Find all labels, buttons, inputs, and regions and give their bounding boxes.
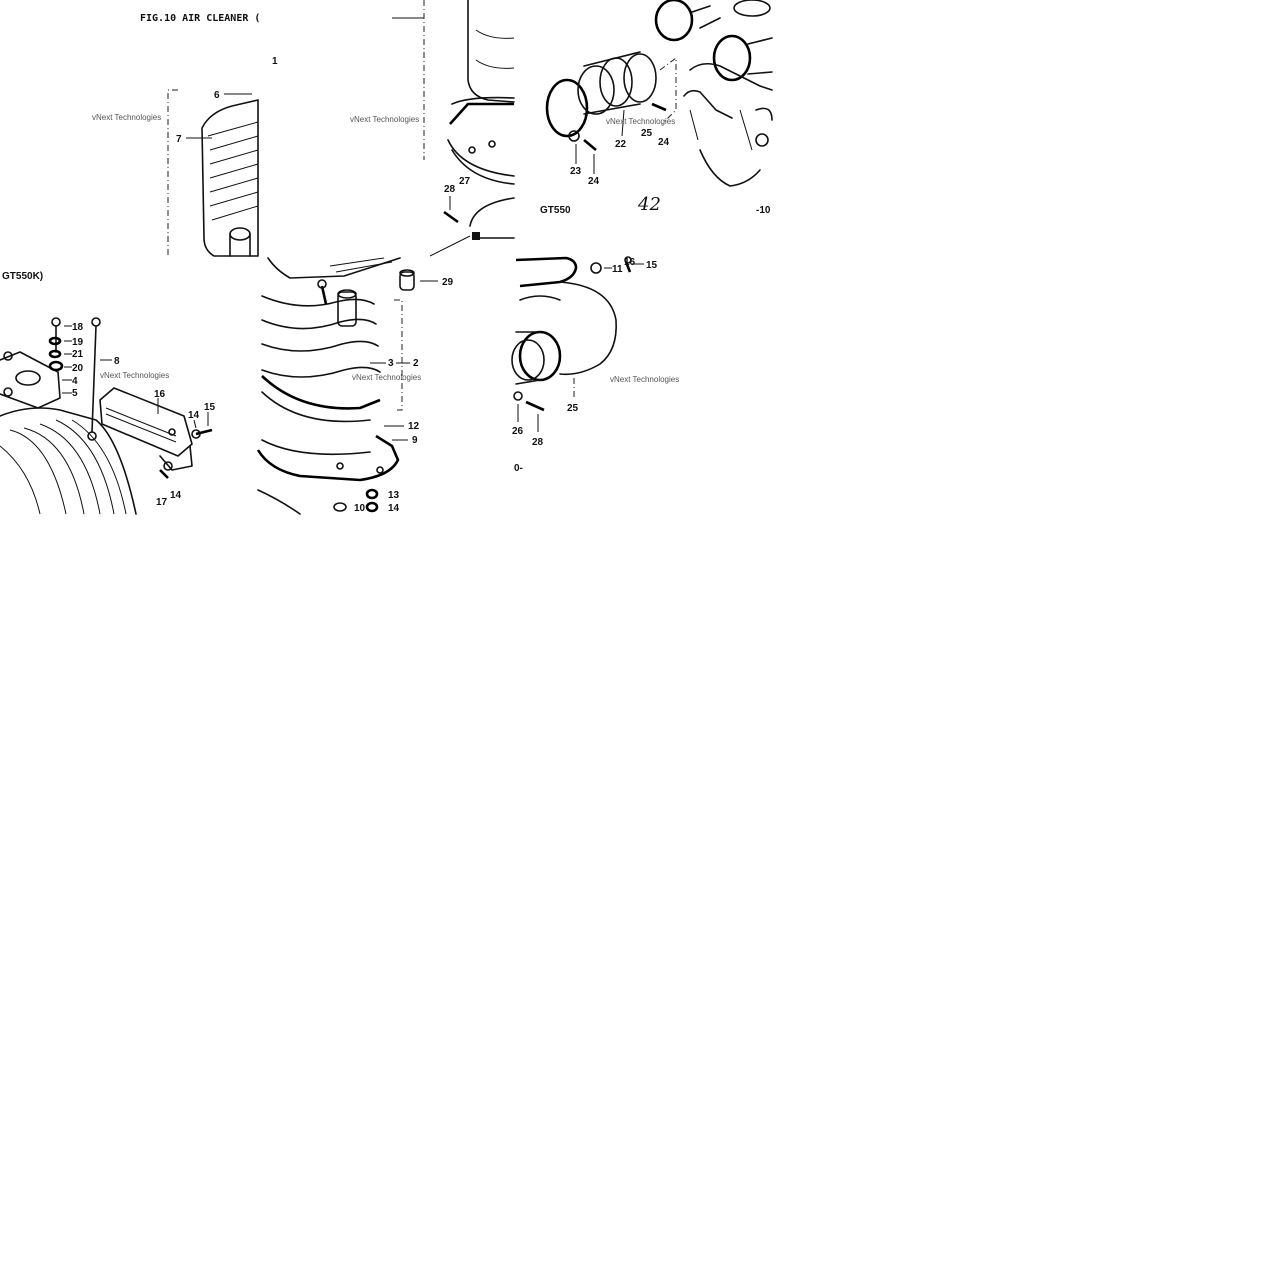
callout-24: 24 — [588, 176, 600, 187]
callout-22: 22 — [615, 139, 627, 150]
tile-bottom-left: GT550K) 18 19 21 20 4 5 8 — [0, 271, 216, 515]
cap-29 — [399, 269, 415, 291]
callout-8: 8 — [114, 356, 120, 367]
assembly-bracket — [659, 57, 677, 125]
callout-12: 12 — [408, 421, 420, 432]
watermark-text: vNext Technologies — [350, 115, 419, 124]
intake-hose-2 — [712, 34, 773, 82]
callout-28: 28 — [444, 184, 456, 195]
callout-23: 23 — [570, 166, 582, 177]
model-label: GT550 — [540, 205, 571, 216]
page-number: 42 — [637, 194, 661, 215]
duct-fasteners — [513, 256, 632, 412]
callout-14: 14 — [170, 490, 182, 501]
bolt — [443, 210, 459, 224]
watermark-text: vNext Technologies — [352, 373, 421, 382]
callout-6: 6 — [214, 90, 220, 101]
tile-bottom-right: 11 16 15 25 26 28 0- vNext Technologies — [511, 256, 679, 474]
watermark-text: vNext Technologies — [100, 371, 169, 380]
intake-duct — [511, 256, 617, 385]
callout-5: 5 — [72, 388, 78, 399]
callout-18: 18 — [72, 322, 84, 333]
stacked-hardware — [48, 317, 64, 372]
callout-16: 16 — [154, 389, 166, 400]
callout-27: 27 — [459, 176, 471, 187]
intake-boot — [545, 51, 657, 138]
assembly-bracket — [394, 299, 403, 411]
tile-top-left: FIG.10 AIR CLEANER ( 6 7 vNext Technolog… — [92, 13, 260, 257]
screw — [159, 428, 213, 479]
callout-24: 24 — [658, 137, 670, 148]
callout-17: 17 — [156, 497, 168, 508]
callout-9: 9 — [412, 435, 418, 446]
callout-29: 29 — [442, 277, 454, 288]
callout-1: 1 — [272, 56, 278, 67]
case-lower-edge — [267, 257, 401, 279]
callout-13: 13 — [388, 490, 400, 501]
air-cleaner-housing — [201, 99, 259, 257]
callout-4: 4 — [72, 376, 78, 387]
tile-top-middle: 1 28 27 vNext Technologies — [272, 0, 515, 257]
callout-20: 20 — [72, 363, 84, 374]
callout-21: 21 — [72, 349, 84, 360]
leader-line — [193, 419, 197, 429]
callout-28: 28 — [532, 437, 544, 448]
callout-16: 16 — [624, 257, 636, 268]
air-cleaner-case — [447, 0, 515, 185]
callout-10: 10 — [354, 503, 366, 514]
watermark-text: vNext Technologies — [92, 113, 161, 122]
tile-top-right: 23 24 22 24 GT550 42 -10 vNext Technolog… — [540, 0, 773, 216]
base-plate — [256, 434, 400, 515]
callout-25: 25 — [567, 403, 579, 414]
watermark-text: vNext Technologies — [606, 117, 675, 126]
callout-25: 25 — [641, 128, 653, 139]
long-stud — [91, 317, 101, 433]
cover-plate — [0, 351, 61, 409]
page-reference: 0- — [514, 463, 523, 474]
clamp-screw — [568, 102, 667, 151]
page-reference: -10 — [756, 205, 771, 216]
leader-line — [621, 109, 625, 137]
callout-11: 11 — [612, 264, 623, 275]
figure-title: FIG.10 AIR CLEANER ( — [140, 13, 260, 24]
callout-15: 15 — [204, 402, 216, 413]
callout-15: 15 — [646, 260, 658, 271]
nut-stack — [333, 488, 379, 513]
assembly-bracket — [167, 89, 178, 256]
carburetor-body — [683, 62, 773, 187]
callout-14: 14 — [388, 503, 400, 514]
leader-line — [429, 235, 471, 257]
callout-26: 26 — [512, 426, 524, 437]
side-cover — [99, 387, 193, 471]
callout-2: 2 — [413, 358, 419, 369]
callout-7: 7 — [176, 134, 182, 145]
filter-element — [261, 279, 381, 423]
watermark-text: vNext Technologies — [610, 375, 679, 384]
intake-hose-1 — [654, 0, 771, 42]
callout-19: 19 — [72, 337, 84, 348]
tile-bottom-middle: 29 3 2 12 9 — [256, 257, 454, 515]
callout-14: 14 — [188, 410, 200, 421]
callout-3: 3 — [388, 358, 394, 369]
hose-clamp — [469, 197, 515, 240]
finned-case — [0, 407, 137, 515]
model-label: GT550K) — [2, 271, 43, 282]
